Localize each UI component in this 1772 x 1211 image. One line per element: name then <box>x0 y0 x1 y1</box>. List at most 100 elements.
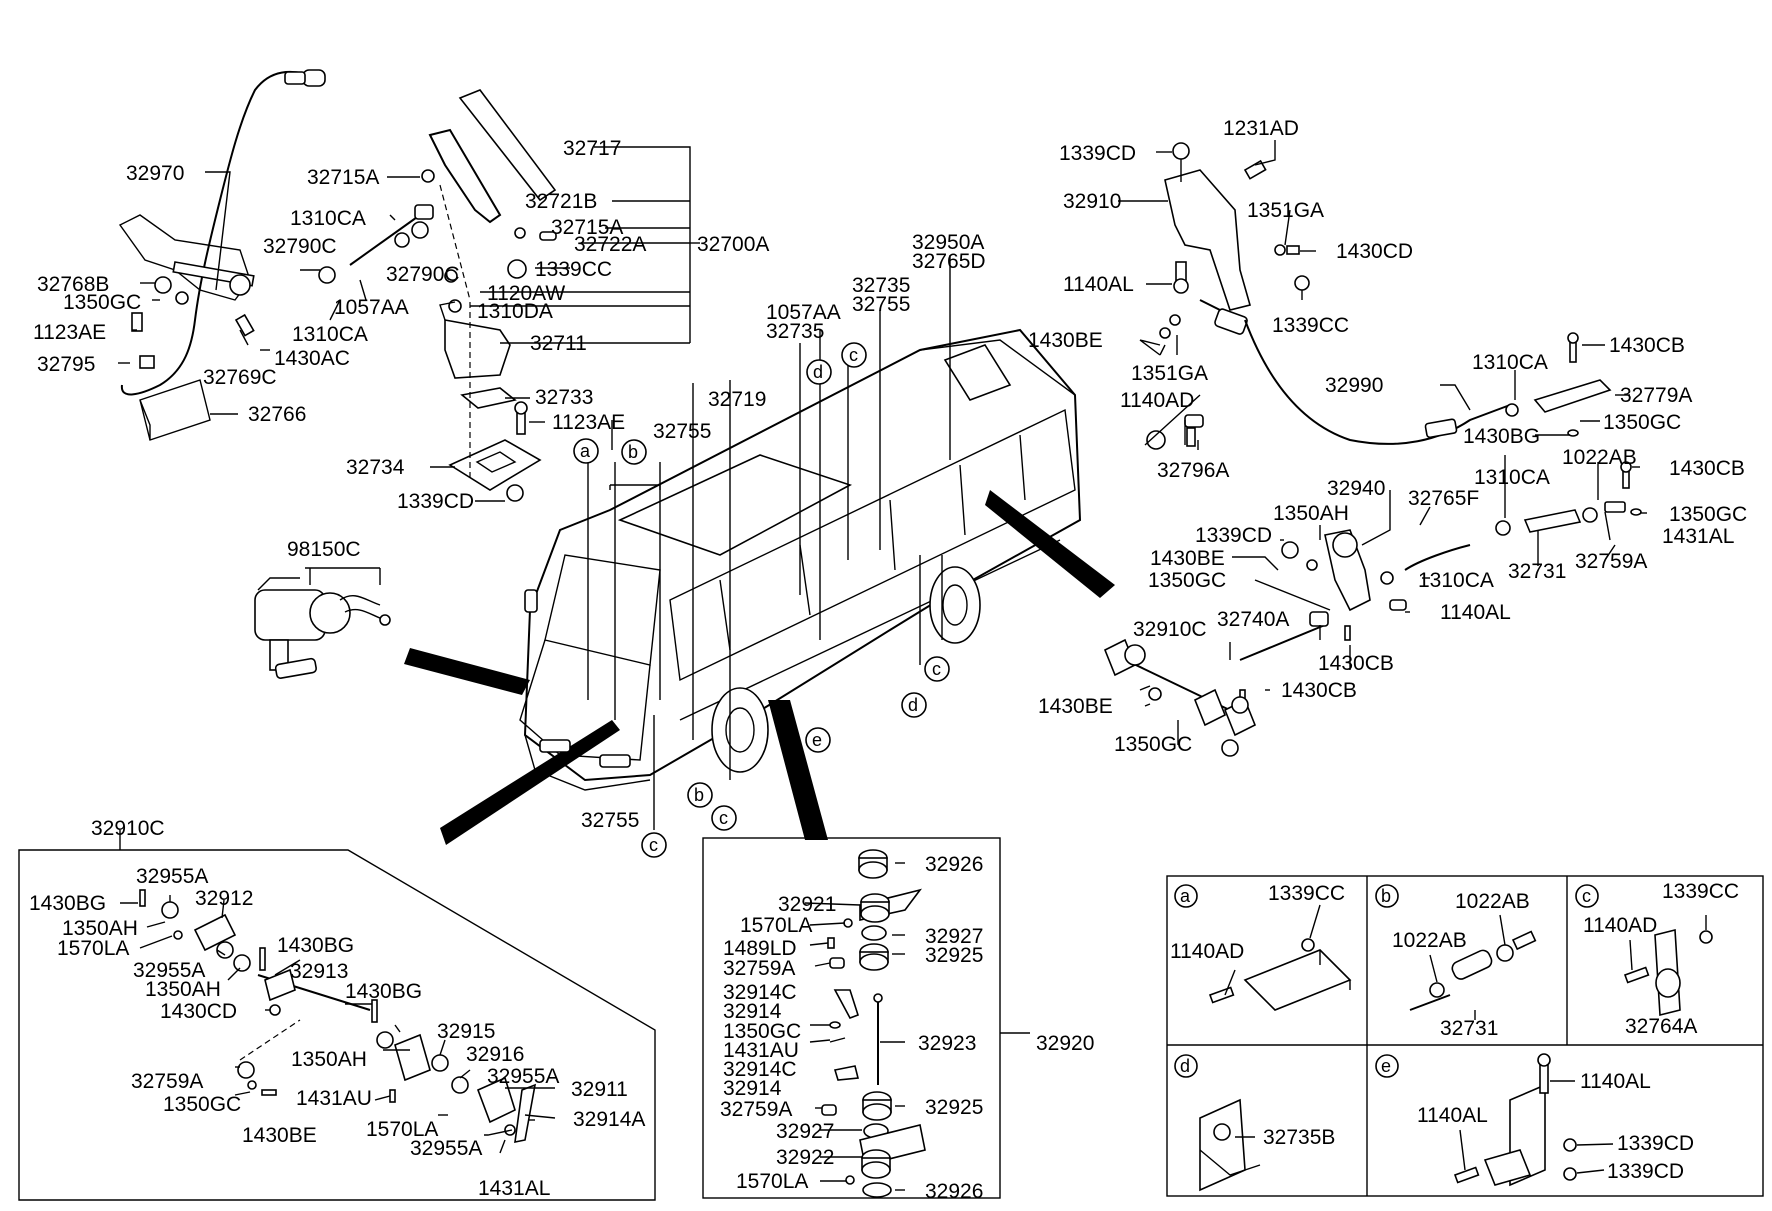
windshield <box>544 554 661 666</box>
label-1430BE-d: 1430BE <box>242 1124 317 1147</box>
label-32790C-a: 32790C <box>263 235 337 258</box>
label-1430BG-b: 1430BG <box>29 892 106 915</box>
label-32735-a: 32735 <box>766 320 824 343</box>
label-32759A-a: 32759A <box>1575 550 1647 573</box>
rear-wheel <box>929 566 981 644</box>
label-1310CA-b: 1310CA <box>292 323 368 346</box>
callout-b-top: b <box>628 442 638 462</box>
label-1350GC-g: 1350GC <box>723 1020 801 1043</box>
plate-32733 <box>460 387 517 409</box>
label-1123AE: 1123AE <box>33 321 106 344</box>
pedal-arm-32721B <box>428 128 502 224</box>
label-32765F: 32765F <box>1408 487 1479 510</box>
label-1350AH-a: 1350AH <box>1273 502 1349 525</box>
label-1430BG-c: 1430BG <box>277 934 354 957</box>
label-32755-b: 32755 <box>653 420 711 443</box>
label-1350GC: 1350GC <box>63 291 141 314</box>
callout-d-top: d <box>813 362 823 382</box>
label-32940: 32940 <box>1327 477 1385 500</box>
label-32735-b: 32735 <box>852 274 910 297</box>
label-32795: 32795 <box>37 353 95 376</box>
label-1430CD-a: 1430CD <box>1336 240 1413 263</box>
label-32923: 32923 <box>918 1032 976 1055</box>
label-32740A: 32740A <box>1217 608 1289 631</box>
label-1339CC-b: 1339CC <box>1272 314 1349 337</box>
bus-body-group <box>519 328 1082 791</box>
label-1339CC-c: 1339CC <box>1268 882 1345 905</box>
label-1430BG-d: 1430BG <box>345 980 422 1003</box>
label-32927-b: 32927 <box>776 1120 834 1143</box>
label-32719: 32719 <box>708 388 766 411</box>
label-1430BG-a: 1430BG <box>1463 425 1540 448</box>
label-1430BE-a: 1430BE <box>1028 329 1103 352</box>
callout-c-bottom: c <box>649 835 658 855</box>
bracket-32766 <box>139 379 211 441</box>
label-32910C-a: 32910C <box>1133 618 1207 641</box>
label-32914A: 32914A <box>573 1108 645 1131</box>
label-32921: 32921 <box>778 893 836 916</box>
lever-32911 <box>476 1076 516 1124</box>
label-1140AD-b: 1140AD <box>1170 940 1244 963</box>
bus-leader-lines <box>587 255 951 830</box>
label-32926-b: 32926 <box>925 1180 983 1203</box>
label-32955A-c: 32955A <box>487 1065 559 1088</box>
label-1339CD-d: 1339CD <box>1617 1132 1694 1155</box>
callout-c-mid: c <box>719 808 728 828</box>
label-32955A-b: 32955A <box>133 959 205 982</box>
label-32955A-d: 32955A <box>410 1137 482 1160</box>
side-windows <box>669 408 1076 682</box>
roof-hatch-rear <box>943 344 1012 401</box>
inset-32920-border <box>702 837 1001 1199</box>
part-labels: 32970 32768B 1350GC 1123AE 32795 32769C … <box>29 117 1747 1203</box>
label-1430CB-c: 1430CB <box>1318 652 1394 675</box>
lever-32914A <box>514 1083 537 1144</box>
label-32910C-b: 32910C <box>91 817 165 840</box>
label-1351GA-b: 1351GA <box>1131 362 1208 385</box>
label-32735B: 32735B <box>1263 1126 1335 1149</box>
callout-c-bus: c <box>932 659 941 679</box>
label-1339CD-e: 1339CD <box>1607 1160 1684 1183</box>
label-1430CB-d: 1430CB <box>1281 679 1357 702</box>
label-1430BE-b: 1430BE <box>1150 547 1225 570</box>
label-1489LD: 1489LD <box>723 937 797 960</box>
label-32715A-a: 32715A <box>307 166 379 189</box>
bus-body <box>523 328 1082 782</box>
label-32914C-a: 32914C <box>723 981 797 1004</box>
label-1350AH-c: 1350AH <box>145 978 221 1001</box>
label-1140AL-c: 1140AL <box>1580 1070 1651 1093</box>
label-32950A: 32950A <box>912 231 984 254</box>
label-1310CA-e: 1310CA <box>1418 569 1494 592</box>
shift-cable-assembly-group <box>1139 142 1612 450</box>
label-1350GC-e: 1350GC <box>1114 733 1192 756</box>
label-1339CD-b: 1339CD <box>1059 142 1136 165</box>
callout-circles: a b d c c b c e d c <box>573 342 950 858</box>
label-1570LA-d: 1570LA <box>736 1170 808 1193</box>
label-32759A-d: 32759A <box>720 1098 792 1121</box>
label-1350AH-b: 1350AH <box>62 917 138 940</box>
front-wheel <box>711 687 769 773</box>
detail-b-marker: b <box>1381 886 1391 906</box>
label-32733: 32733 <box>535 386 593 409</box>
callout-sweep-front <box>440 720 620 845</box>
callout-d-bus: d <box>908 695 918 715</box>
label-1350GC-f: 1350GC <box>163 1093 241 1116</box>
label-1310CA-d: 1310CA <box>1474 466 1550 489</box>
label-32721B: 32721B <box>525 190 597 213</box>
cable-end-sleeve <box>284 71 306 85</box>
label-32796A: 32796A <box>1157 459 1229 482</box>
label-1431AL-a: 1431AL <box>1662 525 1734 548</box>
label-32755-a: 32755 <box>852 293 910 316</box>
label-32955A-a: 32955A <box>136 865 208 888</box>
inset-32910C <box>18 830 656 1201</box>
label-1430CD-b: 1430CD <box>160 1000 237 1023</box>
rod-32765F <box>1404 544 1471 571</box>
label-1431AU-a: 1431AU <box>296 1087 372 1110</box>
callout-sweep-inset <box>768 700 828 840</box>
detail-c-marker: c <box>1582 886 1591 906</box>
callout-sweep-motor <box>404 648 530 695</box>
label-1430BE-c: 1430BE <box>1038 695 1113 718</box>
label-1351GA-a: 1351GA <box>1247 199 1324 222</box>
detail-a-marker: a <box>1180 886 1191 906</box>
label-1057AA-b: 1057AA <box>766 301 841 324</box>
detail-boxes: a b c d e <box>1166 875 1764 1197</box>
